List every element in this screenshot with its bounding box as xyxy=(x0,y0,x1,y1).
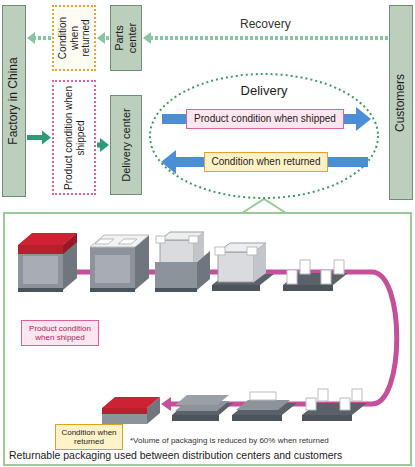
node-label: Condition when returned xyxy=(212,156,321,168)
connector xyxy=(27,131,51,145)
pallet-with-foam-part xyxy=(306,398,316,410)
closed-returnable-box-part xyxy=(18,288,63,292)
pallet-with-corner-foam-part xyxy=(300,260,310,274)
closed-returnable-box-part xyxy=(23,256,58,284)
node-label: Product condition when shipped xyxy=(63,84,86,191)
arrow-line xyxy=(105,36,109,40)
delivery-ellipse: DeliveryProduct condition when shippedCo… xyxy=(148,72,380,200)
opened-box-part xyxy=(90,288,135,292)
note: *Volume of packaging is reduced by 60% w… xyxy=(130,436,329,445)
arrow-head xyxy=(143,32,151,44)
folded-walls-on-pallet-part xyxy=(175,395,229,405)
pallet-with-corner-foam xyxy=(283,260,348,291)
opened-box xyxy=(90,235,149,292)
node-label: Parts center xyxy=(113,9,138,67)
pallet-with-corner-foam-part xyxy=(321,270,331,284)
node-label: Product condition when shipped xyxy=(24,324,96,342)
printer-in-box-part xyxy=(189,236,198,243)
facility-box: Delivery center xyxy=(110,95,142,195)
flow-arrowhead-part xyxy=(161,397,171,411)
opened-box-part xyxy=(95,239,114,244)
printer-on-pallet xyxy=(212,243,274,291)
folded-walls-on-pallet xyxy=(172,395,233,421)
closed-returnable-box xyxy=(18,233,77,292)
flat-returned-box-part xyxy=(102,408,147,424)
pallet-with-walls xyxy=(232,392,297,421)
printer-in-box-part xyxy=(197,251,210,290)
pallet-with-foam-part xyxy=(318,389,328,401)
printer-on-pallet-part xyxy=(247,247,257,255)
condition-tag: Condition when returned xyxy=(204,152,328,172)
folded-walls-on-pallet-part xyxy=(172,415,219,421)
printer-in-box-part xyxy=(155,262,197,290)
printer-in-box-part xyxy=(156,236,165,243)
arrow-line xyxy=(151,36,388,40)
node-label: Product condition when shipped xyxy=(194,113,336,125)
opened-box-part xyxy=(118,239,137,244)
closed-returnable-box-part xyxy=(18,245,63,254)
printer-in-box-part xyxy=(155,288,197,292)
connector xyxy=(242,199,286,213)
arrow-head xyxy=(161,150,176,174)
facility-box: Factory in China xyxy=(2,5,26,197)
arrow-head xyxy=(97,32,105,44)
callout-wedge xyxy=(242,199,286,213)
opened-box-part xyxy=(90,235,149,247)
callout-tag: Product condition when shipped xyxy=(21,320,99,346)
flat-returned-box xyxy=(102,397,160,424)
edge-label: Recovery xyxy=(238,18,293,32)
flow-curve-part xyxy=(63,272,397,404)
printer-on-pallet-part xyxy=(218,252,254,282)
pallet-with-walls-part xyxy=(236,400,290,410)
shipped-condition-box: Product condition when shipped xyxy=(52,80,96,195)
flat-returned-box-part xyxy=(102,397,160,408)
flat-returned-box-part xyxy=(102,408,147,414)
pallet-with-walls-part xyxy=(250,392,276,400)
pallet-with-corner-foam-part xyxy=(283,285,333,291)
node-label: Customers xyxy=(394,9,408,196)
pallet-with-foam-part xyxy=(302,415,352,421)
node-label: Condition when returned xyxy=(58,428,120,446)
printer-on-pallet-part xyxy=(212,285,260,291)
printer-on-pallet-part xyxy=(215,247,225,255)
illustration-panel: Returnable packaging used between distri… xyxy=(3,212,412,466)
connector xyxy=(97,138,109,152)
pallet-with-walls-part xyxy=(232,415,282,421)
pallet-with-foam-part xyxy=(352,389,362,401)
flow-curve xyxy=(63,272,397,404)
pallet-with-foam xyxy=(302,389,367,421)
node-label: Delivery center xyxy=(120,99,133,191)
facility-box: Customers xyxy=(389,5,413,200)
arrow-head xyxy=(100,138,109,152)
arrow-head xyxy=(27,32,35,44)
flow-arrowhead xyxy=(161,397,171,411)
node-label: Condition when returned xyxy=(57,9,92,67)
arrow-head xyxy=(356,107,371,131)
condition-tag: Product condition when shipped xyxy=(186,109,344,129)
pallet-with-corner-foam-part xyxy=(287,270,297,284)
printer-in-box xyxy=(155,232,210,292)
connector xyxy=(143,32,388,44)
callout-tag: Condition when returned xyxy=(55,424,123,450)
opened-box-part xyxy=(95,255,130,283)
pallet-with-foam-part xyxy=(340,398,350,410)
returned-condition-box: Condition when returned xyxy=(52,5,96,71)
facility-box: Parts center xyxy=(110,5,142,71)
closed-returnable-box-part xyxy=(63,233,77,254)
pallet-with-corner-foam-part xyxy=(334,260,344,274)
arrow-line xyxy=(35,36,51,40)
printer-in-box-part xyxy=(160,240,194,264)
connector xyxy=(27,32,51,44)
panel-caption: Returnable packaging used between distri… xyxy=(9,449,406,461)
opened-box-part xyxy=(90,247,135,290)
arrow-line xyxy=(97,143,100,148)
node-label: Factory in China xyxy=(7,9,21,193)
connector xyxy=(97,32,109,44)
arrow-head xyxy=(42,131,51,145)
arrow-line xyxy=(27,135,42,140)
group-heading: Delivery xyxy=(148,84,380,99)
closed-returnable-box-part xyxy=(18,245,63,290)
